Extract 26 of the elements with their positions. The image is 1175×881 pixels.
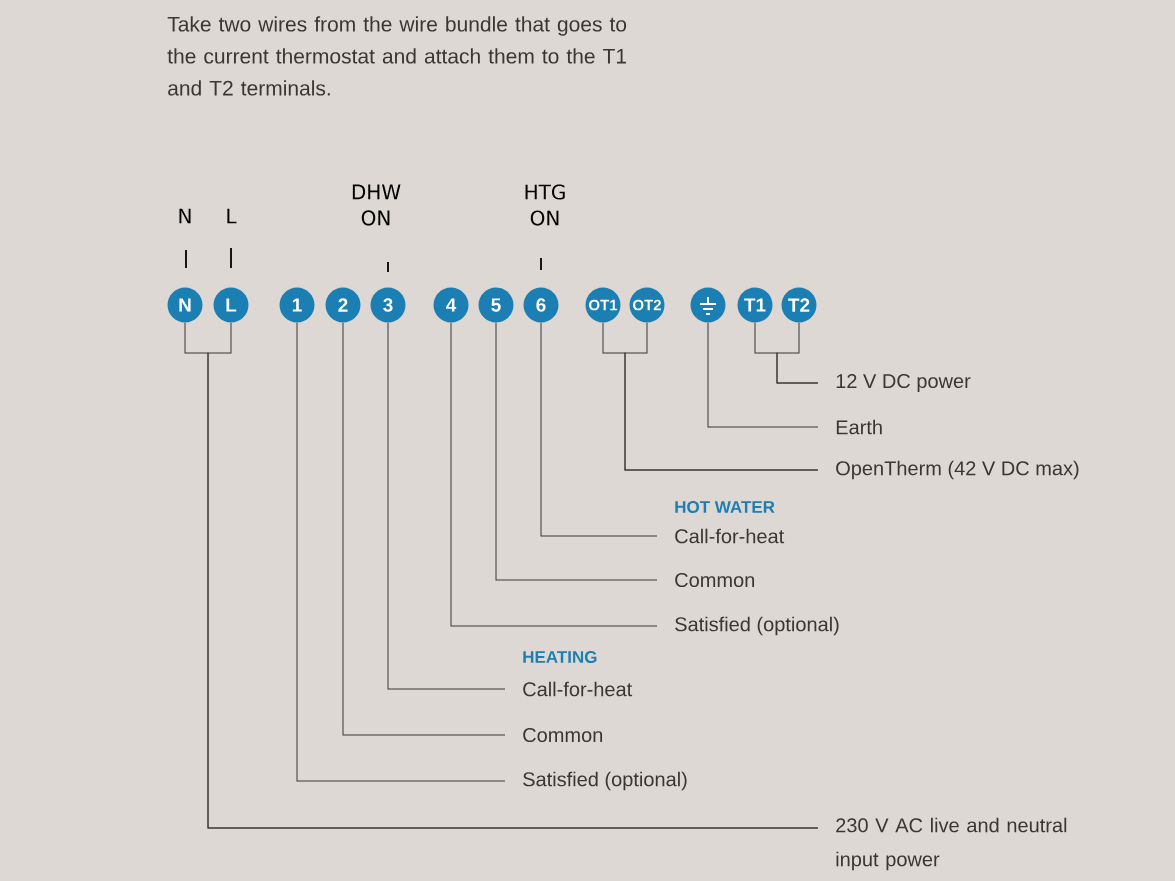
- earth-terminal: [690, 287, 726, 323]
- handwritten-note: N: [179, 208, 191, 224]
- leader-line: [342, 322, 506, 736]
- leader-line: [450, 322, 658, 627]
- description-text: Satisfied (optional): [675, 616, 839, 636]
- instruction-text: Take two wires from the wire bundle that goes to the current thermostat and attach them to the T1 and T2 terminals.: [167, 16, 627, 96]
- description-text: Call-for-heat: [675, 528, 785, 544]
- description-text: Earth: [836, 419, 882, 435]
- handwritten-note: DHW ON: [352, 184, 401, 226]
- description-text: Satisfied (optional): [523, 771, 687, 791]
- leader-line: [495, 322, 658, 581]
- description-text: 230 V AC live and neutral input power: [836, 817, 1067, 871]
- leader-line: [387, 322, 506, 690]
- description-text: Common: [675, 572, 755, 588]
- description-text: Call-for-heat: [523, 681, 633, 697]
- handwritten-note: L: [227, 208, 237, 224]
- leader-line: [296, 322, 506, 782]
- leader-line: [776, 322, 819, 384]
- section-heading: HEATING: [523, 651, 597, 664]
- description-text: OpenTherm (42 V DC max): [836, 460, 1079, 480]
- handwritten-note: HTG ON: [525, 184, 565, 226]
- description-text: 12 V DC power: [836, 373, 971, 393]
- description-text: Common: [523, 727, 603, 743]
- leader-line: [540, 322, 658, 537]
- leader-line: [707, 322, 819, 428]
- section-heading: HOT WATER: [675, 501, 775, 514]
